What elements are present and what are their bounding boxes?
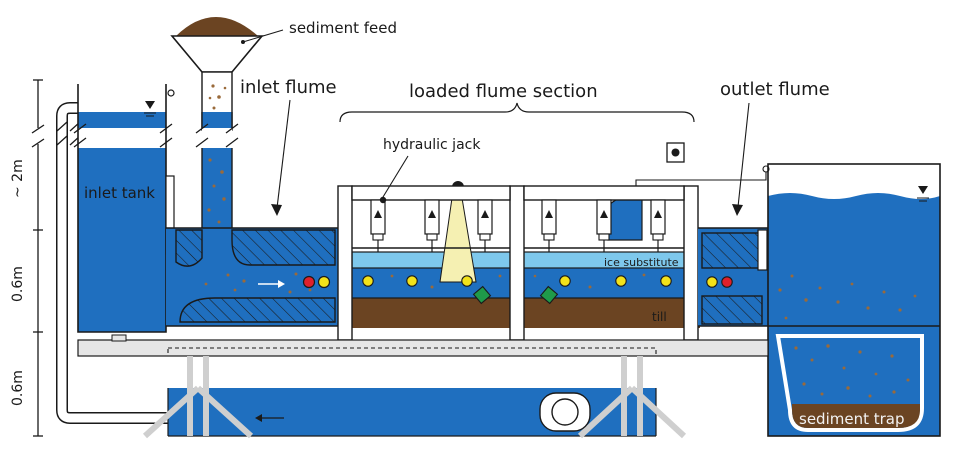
- sediment-trap-label: sediment trap: [799, 410, 905, 428]
- section-bracket: [339, 102, 695, 123]
- support-table: [77, 334, 769, 357]
- return-flow-arrow: [255, 414, 284, 422]
- pump: [539, 392, 591, 432]
- scale-label-top: ~ 2m: [10, 159, 26, 198]
- upper-channel-pipe: [607, 195, 643, 241]
- scale-label-middle: 0.6m: [10, 266, 26, 302]
- height-scale: [31, 79, 45, 437]
- loading-frame-left: [337, 185, 525, 341]
- hydraulic-jack-leader: [379, 155, 409, 204]
- inlet-flume-arrow: [271, 99, 291, 216]
- till-label: till: [652, 310, 667, 324]
- outlet-flume: [698, 227, 768, 327]
- hydraulic-jack-label: hydraulic jack: [383, 137, 481, 153]
- sensor-red: [302, 275, 316, 289]
- sediment-feed-label: sediment feed: [289, 19, 397, 37]
- inlet-flume-label: inlet flume: [240, 77, 337, 98]
- outlet-flume-label: outlet flume: [720, 79, 830, 100]
- hydraulic-jack: [370, 199, 386, 252]
- inlet-tank-label: inlet tank: [84, 184, 155, 202]
- inlet-tank: [73, 84, 175, 333]
- loaded-flume-section-label: loaded flume section: [409, 81, 598, 102]
- ice-substitute-label: ice substitute: [604, 256, 679, 269]
- hydraulic-jack: [477, 199, 493, 252]
- signal-cable: [635, 172, 767, 186]
- inlet-flume: [166, 227, 338, 327]
- scale-label-bottom: 0.6m: [10, 370, 26, 406]
- outlet-flume-arrow: [732, 102, 750, 216]
- hydraulic-jack: [650, 199, 666, 252]
- sensor-yellow: [317, 275, 331, 289]
- hydraulic-jack: [541, 199, 557, 252]
- outlet-tank: [767, 163, 941, 437]
- hydraulic-jack: [424, 199, 440, 252]
- hydraulic-jack: [596, 199, 612, 252]
- camera-box: [666, 142, 685, 163]
- table-legs: [142, 356, 687, 439]
